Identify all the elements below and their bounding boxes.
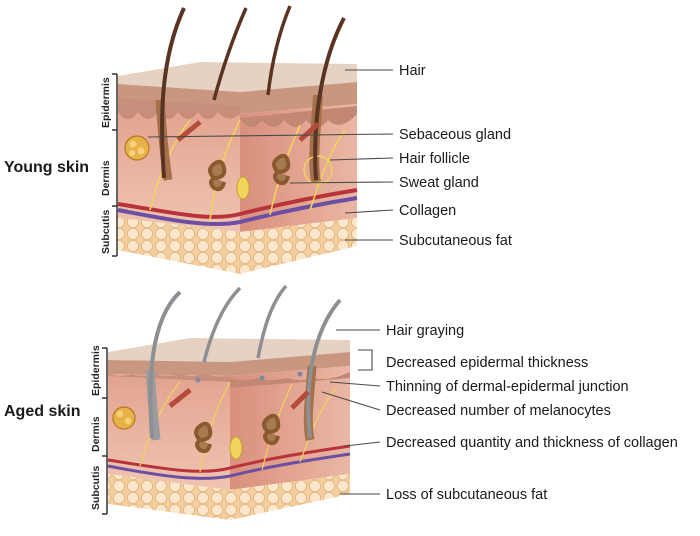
aged-artery [107, 444, 351, 473]
young-vein [117, 196, 358, 227]
aged-subcutaneous-fat [108, 474, 350, 520]
young-artery [117, 188, 358, 219]
label-collagen: Collagen [399, 203, 457, 219]
young-layer-epidermis: Epidermis [100, 77, 112, 128]
aged-skin-title: Aged skin [4, 403, 81, 420]
label-subcutaneous-fat: Subcutaneous fat [399, 233, 512, 249]
aged-leader-lines [321, 329, 381, 495]
young-layer-subcutis: Subcutis [100, 209, 112, 254]
aged-epidermis [108, 352, 350, 376]
young-leader-lines [147, 69, 394, 241]
label-thinning-dej: Thinning of dermal-epidermal junction [386, 379, 629, 395]
label-loss-subcutaneous-fat: Loss of subcutaneous fat [386, 487, 548, 503]
label-sebaceous-gland: Sebaceous gland [399, 127, 512, 143]
aged-layer-epidermis: Epidermis [90, 345, 102, 396]
aged-layer-dermis: Dermis [90, 416, 102, 452]
aged-dermis [108, 374, 230, 490]
label-decreased-epidermal-thickness: Decreased epidermal thickness [386, 355, 589, 371]
young-layer-scale [112, 73, 118, 257]
label-hair-graying: Hair graying [386, 323, 465, 339]
aged-vein [107, 452, 351, 480]
aged-layer-scale [102, 347, 108, 515]
young-sweat-gland [208, 159, 227, 192]
young-skin-block [117, 5, 358, 274]
aged-sebaceous-gland [112, 406, 136, 430]
young-subcutaneous-fat [118, 218, 357, 274]
label-sweat-gland: Sweat gland [399, 175, 479, 191]
young-hair [160, 7, 186, 179]
aged-hair [148, 290, 182, 439]
young-skin-title: Young skin [4, 159, 90, 176]
label-hair-follicle: Hair follicle [399, 151, 470, 167]
aged-skin-block [107, 284, 351, 520]
label-decreased-melanocytes: Decreased number of melanocytes [386, 403, 611, 419]
aged-skin-surface [108, 338, 350, 362]
aged-layer-subcutis: Subcutis [90, 465, 102, 510]
young-layer-dermis: Dermis [100, 160, 112, 196]
label-hair: Hair [399, 63, 426, 79]
young-sebaceous-gland [124, 135, 150, 161]
young-skin-surface [118, 62, 357, 92]
label-decreased-collagen: Decreased quantity and thickness of coll… [386, 435, 678, 451]
